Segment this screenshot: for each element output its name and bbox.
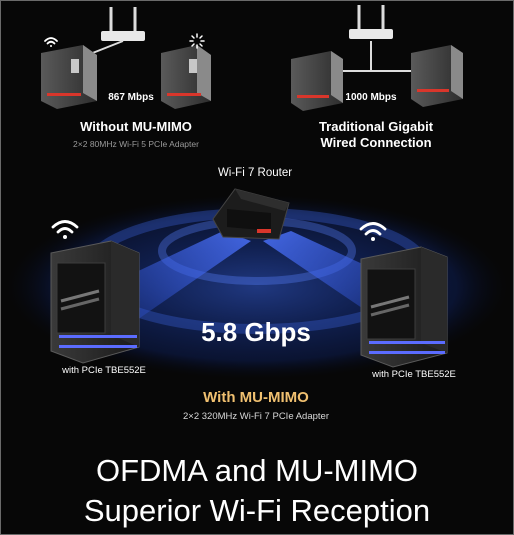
left-pc-label: with PCIe TBE552E (62, 365, 146, 376)
pc-tower-icon (50, 240, 140, 364)
speed-label-left: 867 Mbps (108, 92, 154, 103)
speed-label-right: 1000 Mbps (345, 92, 397, 103)
pc-tower-icon (411, 45, 463, 107)
loading-icon (189, 33, 205, 49)
without-mu-mimo-title: Without MU-MIMO (80, 119, 192, 134)
with-mu-mimo-title: With MU-MIMO (203, 389, 309, 406)
router-icon (212, 188, 290, 240)
wired-title-line1: Traditional Gigabit (318, 119, 434, 134)
router-icon (101, 7, 145, 41)
pc-tower-icon (360, 246, 448, 368)
pc-tower-icon (161, 45, 211, 109)
wifi-icon (51, 220, 79, 239)
wifi-icon (44, 37, 58, 47)
without-mu-mimo-subtitle: 2×2 80MHz Wi-Fi 5 PCIe Adapter (73, 139, 199, 149)
pc-tower-icon (41, 45, 97, 109)
wifi-icon (359, 222, 387, 241)
center-speed: 5.8 Gbps (201, 317, 311, 347)
pc-tower-icon (291, 51, 343, 111)
with-mu-mimo-subtitle: 2×2 320MHz Wi-Fi 7 PCIe Adapter (183, 411, 329, 422)
router-label: Wi-Fi 7 Router (217, 167, 293, 179)
router-icon (349, 5, 393, 39)
right-pc-label: with PCIe TBE552E (372, 369, 456, 380)
wired-title-line2: Wired Connection (320, 135, 432, 150)
headline-line2: Superior Wi-Fi Reception (83, 493, 431, 528)
headline-line1: OFDMA and MU-MIMO (95, 453, 419, 488)
